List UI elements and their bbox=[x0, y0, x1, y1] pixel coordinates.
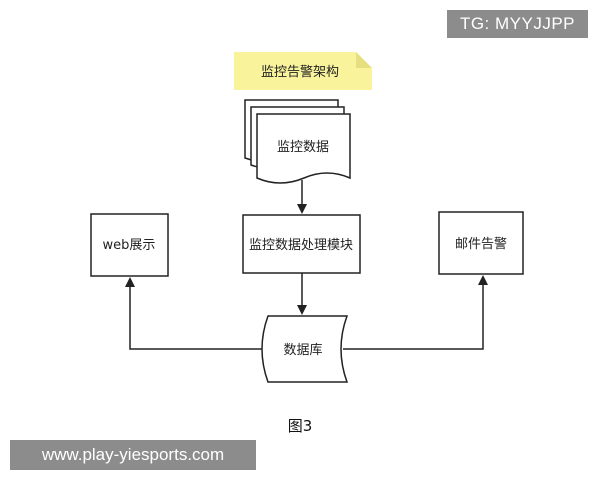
web-display-label: web展示 bbox=[103, 238, 156, 253]
title-note: 监控告警架构 bbox=[234, 52, 372, 90]
title-note-text: 监控告警架构 bbox=[261, 64, 339, 80]
arrow-db-to-email bbox=[343, 275, 488, 350]
monitor-data-node: 监控数据 bbox=[244, 99, 351, 184]
database-label: 数据库 bbox=[283, 342, 322, 358]
figure-caption: 图3 bbox=[288, 417, 313, 435]
processing-module-node: 监控数据处理模块 bbox=[242, 214, 361, 274]
web-display-node: web展示 bbox=[90, 213, 169, 277]
monitor-data-label: 监控数据 bbox=[277, 140, 329, 155]
connectors bbox=[125, 180, 488, 350]
arrow-db-to-web bbox=[125, 277, 262, 350]
watermark-top: TG: MYYJJPP bbox=[447, 10, 588, 38]
processing-module-label: 监控数据处理模块 bbox=[249, 238, 353, 253]
email-alert-node: 邮件告警 bbox=[438, 211, 524, 275]
email-alert-label: 邮件告警 bbox=[455, 236, 507, 252]
watermark-bottom: www.play-yiesports.com bbox=[10, 440, 256, 470]
database-node: 数据库 bbox=[261, 315, 349, 383]
